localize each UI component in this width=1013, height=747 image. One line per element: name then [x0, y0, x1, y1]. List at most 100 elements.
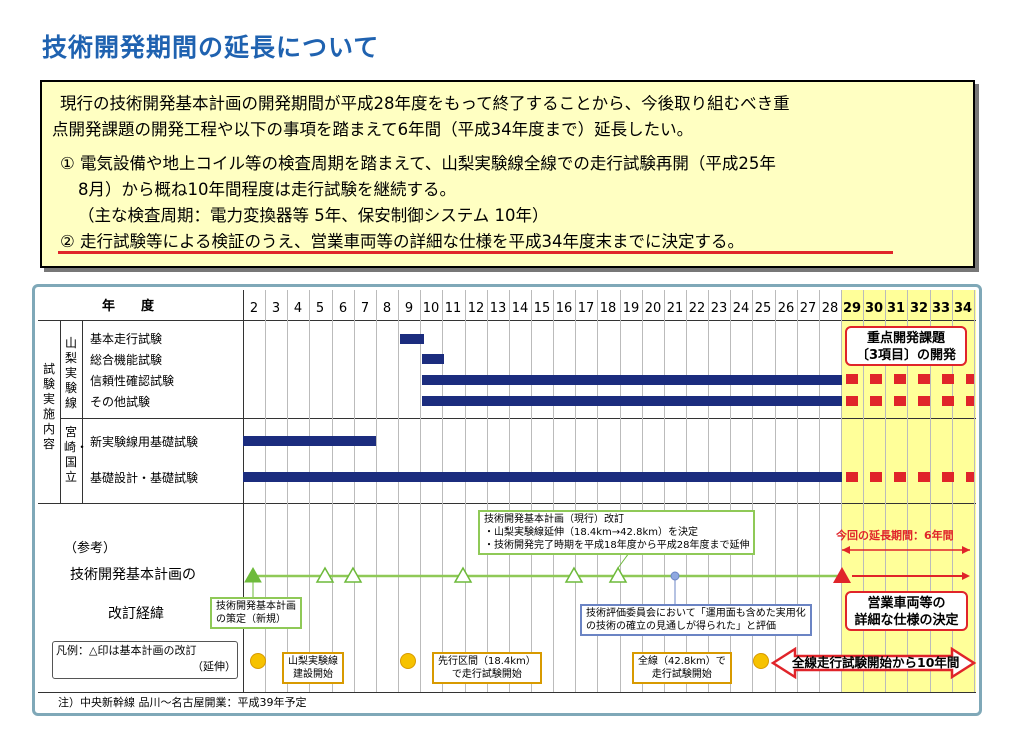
year-gridline	[974, 290, 975, 692]
triangle-revision	[315, 566, 335, 583]
year-gridline	[686, 290, 687, 692]
page-title: 技術開発期間の延長について	[42, 33, 380, 62]
year-label: 29	[842, 301, 862, 316]
year-gridline	[531, 290, 532, 692]
year-gridline	[442, 290, 443, 692]
extension-line-arrow-head	[962, 572, 970, 580]
reference-label: （参考）	[64, 541, 117, 556]
year-label: 9	[404, 301, 414, 316]
triangle-revision	[453, 566, 473, 583]
year-label: 13	[489, 301, 507, 316]
year-gridline	[575, 290, 576, 692]
milestone-dot-yamanashi	[250, 653, 266, 669]
dashed-extension-basic-design	[846, 472, 974, 482]
year-label: 17	[577, 301, 595, 316]
year-label: 7	[360, 301, 370, 316]
year-label: 27	[799, 301, 817, 316]
year-gridline	[797, 290, 798, 692]
year-gridline	[930, 290, 931, 692]
year-label: 23	[710, 301, 728, 316]
milestone-yamanashi-construction: 山梨実験線 建設開始	[282, 652, 344, 684]
year-gridline	[885, 290, 886, 692]
year-label: 30	[864, 301, 884, 316]
extension-arrow-tail	[842, 546, 850, 554]
year-label: 25	[754, 301, 772, 316]
year-gridline	[952, 290, 953, 692]
callout-evaluation: 技術評価委員会において「運用面も含めた実用化 の技術の確立の見通しが得られた」と…	[580, 604, 812, 636]
year-label: 31	[886, 301, 906, 316]
row-label: 基本走行試験	[90, 332, 163, 346]
year-label: 18	[599, 301, 617, 316]
year-gridline	[287, 290, 288, 692]
label-column-divider	[82, 320, 83, 503]
bar-basic-running-test	[400, 334, 424, 344]
legend-text-1: 凡例：△印は基本計画の改訂	[56, 644, 197, 657]
year-gridline	[620, 290, 621, 692]
triangle-this-extension	[833, 567, 851, 583]
year-label: 4	[293, 301, 303, 316]
vehicle-spec-box: 営業車両等の 詳細な仕様の決定	[845, 591, 968, 631]
row-label: 新実験線用基礎試験	[90, 435, 199, 449]
bar-basic-design-test	[243, 472, 842, 482]
milestone-full-line: 全線（42.8km）で 走行試験開始	[632, 652, 732, 684]
bar-new-line-basic-test	[243, 436, 376, 446]
year-label: 3	[271, 301, 281, 316]
year-gridline	[332, 290, 333, 692]
year-gridline	[465, 290, 466, 692]
year-gridline	[819, 290, 820, 692]
yamanashi-group-label: 山梨実験線	[64, 336, 77, 410]
triangle-revision	[343, 566, 363, 583]
year-label: 15	[533, 301, 551, 316]
year-gridline	[420, 290, 421, 692]
row-label: 基礎設計・基礎試験	[90, 471, 199, 485]
bar-reliability-test	[422, 375, 842, 385]
year-label: 2	[249, 301, 259, 316]
bar-integrated-function-test	[422, 354, 444, 364]
schedule-panel	[32, 284, 982, 716]
yamanashi-bottom-line	[60, 418, 976, 419]
year-gridline	[376, 290, 377, 692]
summary-item-1-line-2: 8月）から概ね10年間程度は走行試験を継続する。	[78, 180, 456, 199]
dashed-extension-other	[846, 396, 974, 406]
year-label: 21	[666, 301, 684, 316]
year-gridline	[775, 290, 776, 692]
year-column-divider	[243, 290, 244, 692]
year-label: 28	[821, 301, 839, 316]
summary-item-2: ② 走行試験等による検証のうえ、営業車両等の詳細な仕様を平成34年度末までに決定…	[60, 232, 745, 251]
year-label: 20	[644, 301, 662, 316]
milestone-dot-full-line	[753, 653, 769, 669]
year-label: 11	[444, 301, 462, 316]
row-label: 信頼性確認試験	[90, 374, 175, 388]
extension-period-label: 今回の延長期間：6年間	[836, 529, 954, 542]
callout-current-plan: 技術開発基本計画（現行）改訂 ・山梨実験線延伸（18.4km→42.8km）を決…	[478, 510, 756, 555]
evaluation-marker	[670, 571, 680, 581]
year-gridline	[354, 290, 355, 692]
red-underline	[58, 251, 893, 254]
year-gridline	[863, 290, 864, 692]
header-bottom-line	[38, 320, 976, 321]
callout-initial-plan: 技術開発基本計画 の策定（新規）	[210, 597, 302, 629]
year-gridline	[708, 290, 709, 692]
year-label: 14	[511, 301, 529, 316]
year-gridline	[509, 290, 510, 692]
year-gridline	[398, 290, 399, 692]
year-gridline	[752, 290, 753, 692]
row-label: その他試験	[90, 395, 151, 409]
year-gridline	[664, 290, 665, 692]
summary-item-1-line-1: ① 電気設備や地上コイル等の検査周期を踏まえて、山梨実験線全線での走行試験再開（…	[60, 154, 776, 173]
legend-box	[52, 641, 238, 679]
year-gridline	[907, 290, 908, 692]
extension-arrow-head	[962, 546, 970, 554]
year-label: 12	[467, 301, 485, 316]
row-label: 総合機能試験	[90, 353, 163, 367]
milestone-dot-priority-section	[400, 653, 416, 669]
year-gridline	[597, 290, 598, 692]
key-topics-box: 重点開発課題 〔3項目〕の開発	[845, 326, 967, 366]
year-label: 26	[777, 301, 795, 316]
year-label: 24	[732, 301, 750, 316]
summary-intro-line-2: 点開発課題の開発工程や以下の事項を踏まえて6年間（平成34年度まで）延長したい。	[52, 120, 694, 139]
year-label: 6	[338, 301, 348, 316]
year-label: 34	[953, 301, 973, 316]
year-label: 19	[622, 301, 640, 316]
